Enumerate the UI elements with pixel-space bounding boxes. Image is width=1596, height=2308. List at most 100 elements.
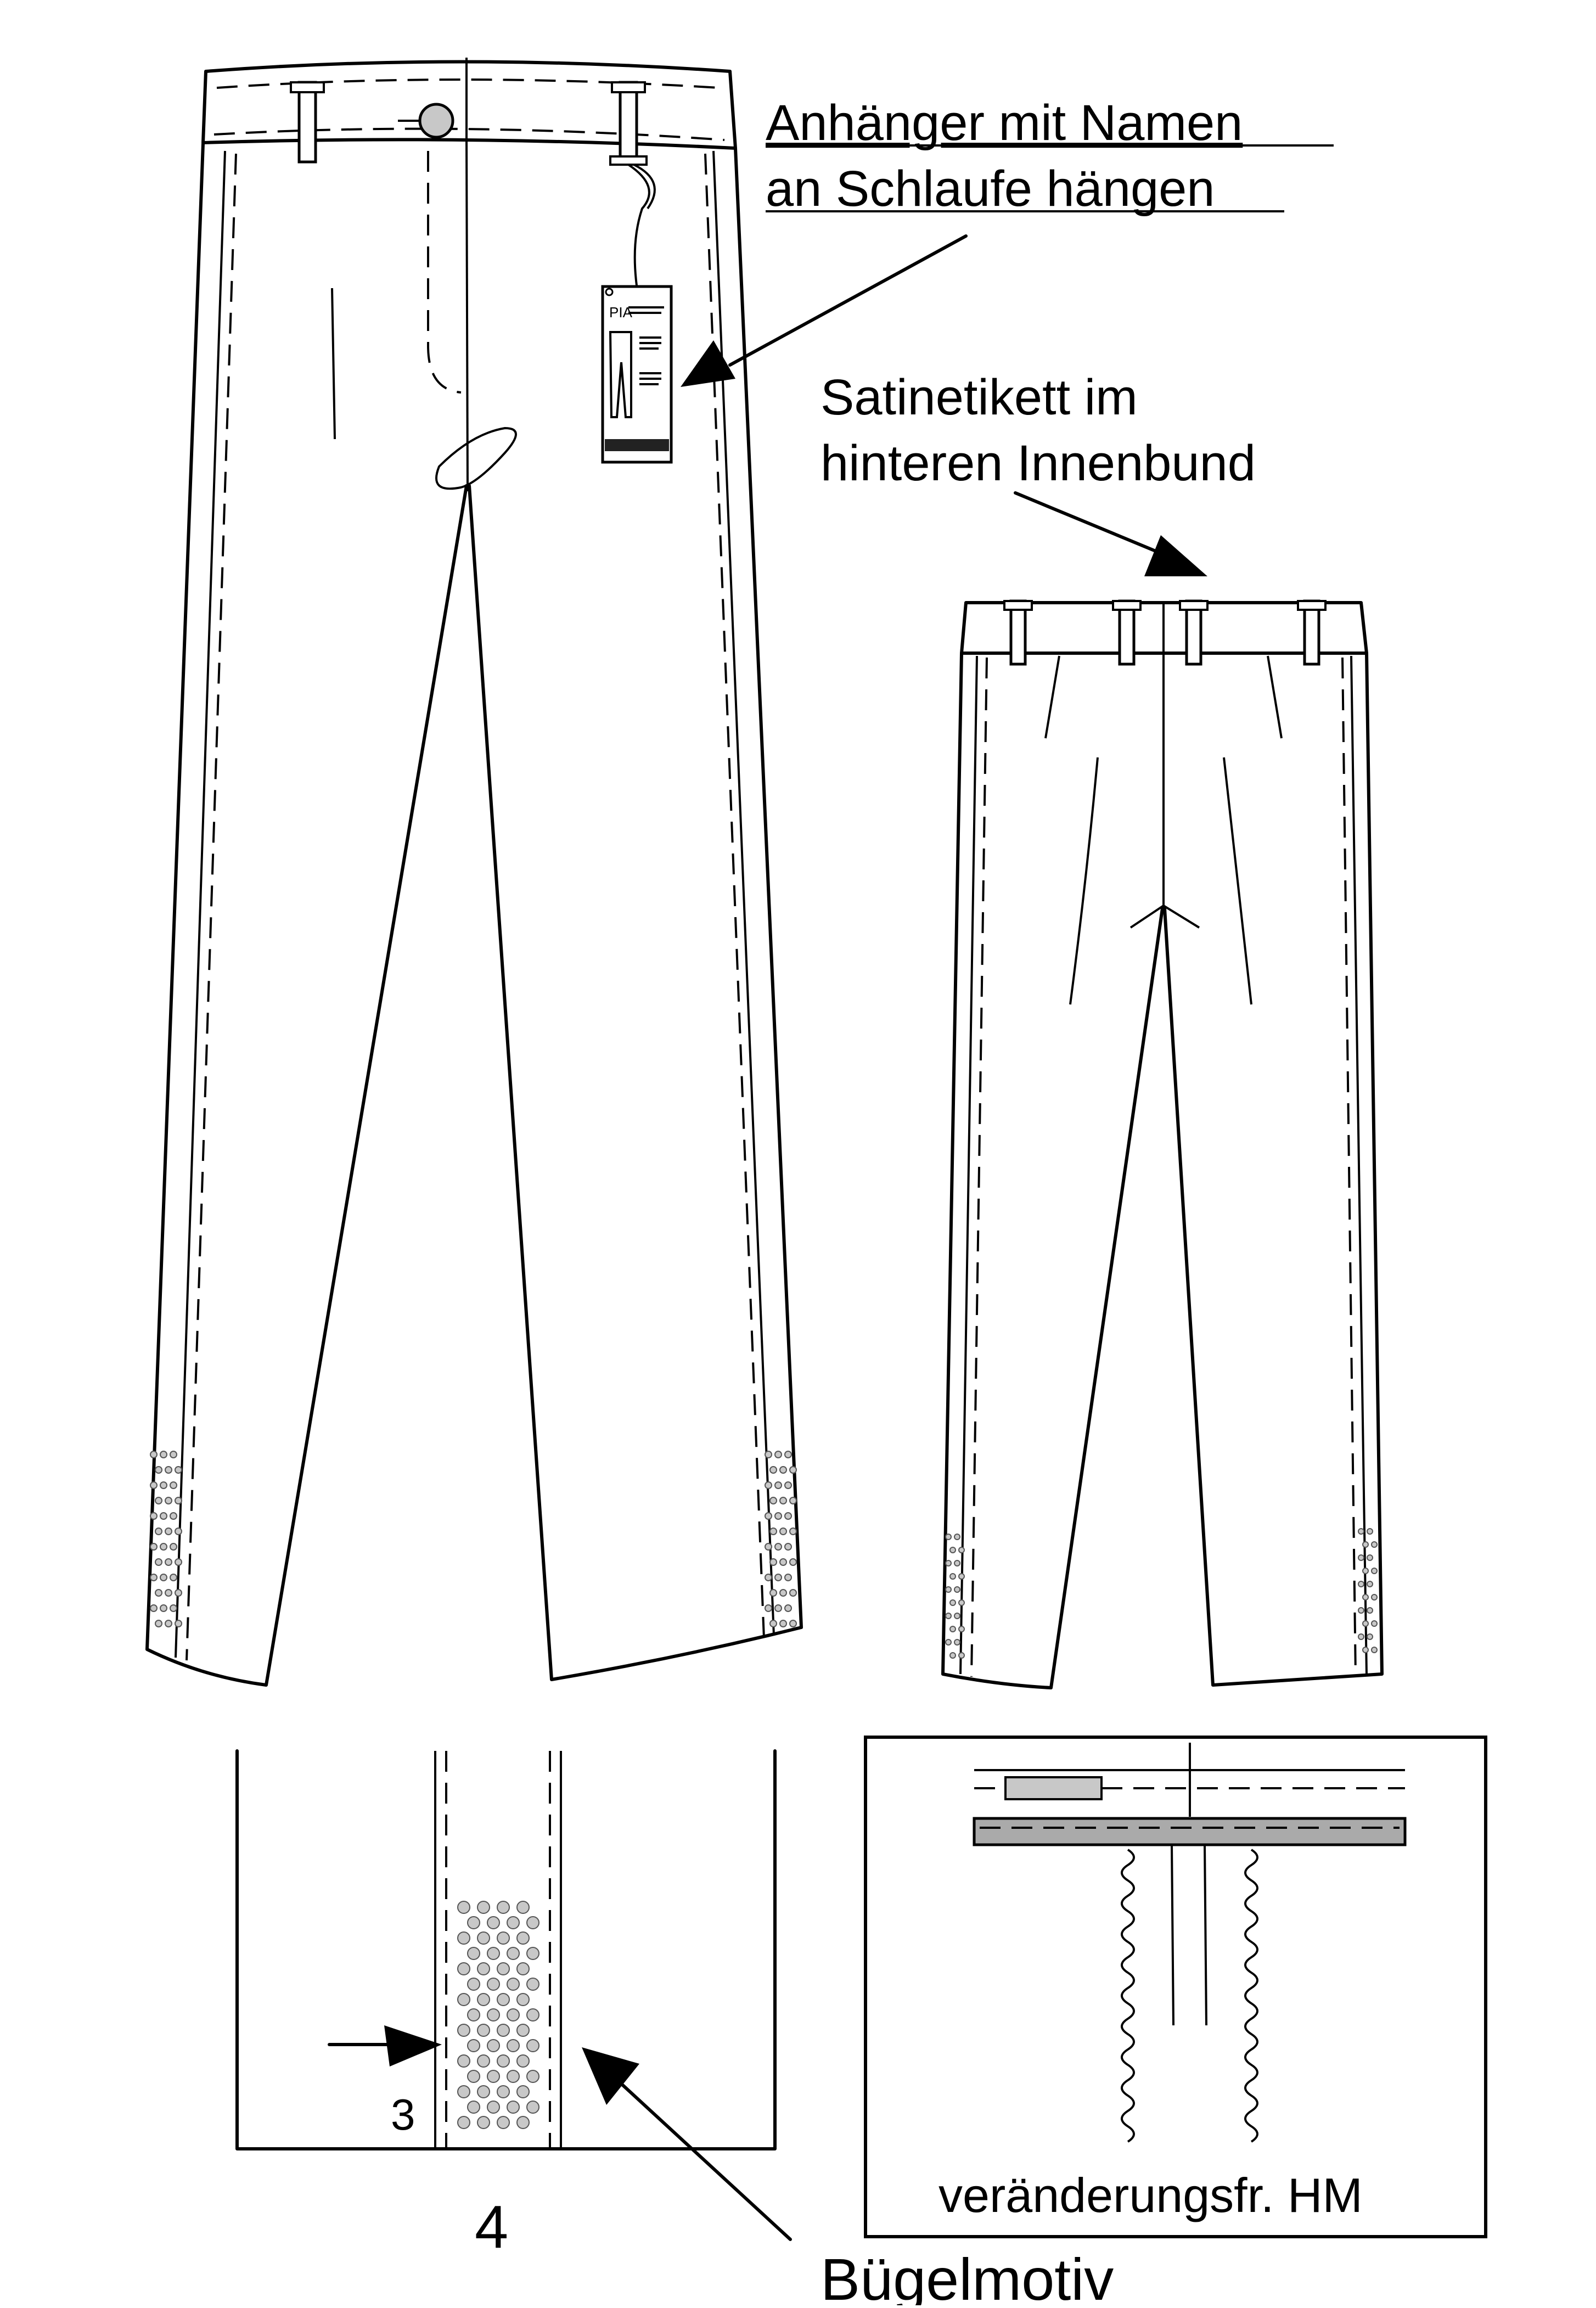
motif-dot xyxy=(774,1543,782,1551)
motif-dot xyxy=(457,2024,470,2037)
motif-dot xyxy=(467,1947,480,1960)
motif-dot xyxy=(958,1626,965,1632)
motif-dot xyxy=(945,1586,952,1593)
motif-dot xyxy=(165,1558,172,1566)
motif-dot xyxy=(477,2054,490,2068)
motif-dot xyxy=(1371,1541,1378,1548)
motif-dot xyxy=(467,2070,480,2083)
motif-dot xyxy=(774,1604,782,1612)
motif-dot xyxy=(779,1620,787,1627)
motif-dot xyxy=(477,2085,490,2098)
motif-dot xyxy=(160,1481,167,1489)
motif-dot xyxy=(1362,1568,1369,1574)
motif-dot xyxy=(457,2116,470,2129)
motif-dot xyxy=(1371,1594,1378,1601)
motif-dot xyxy=(949,1547,956,1553)
motif-dot xyxy=(467,2101,480,2114)
motif-dot xyxy=(477,1962,490,1975)
motif-dot xyxy=(784,1481,792,1489)
motif-dot xyxy=(789,1528,797,1535)
motif-dot xyxy=(170,1481,177,1489)
motif-label: Bügelmotiv xyxy=(821,2246,1114,2305)
motif-dot xyxy=(487,1978,500,1991)
motif-dot xyxy=(784,1574,792,1581)
hem-overlock-left xyxy=(1121,1849,1135,2143)
motif-dot xyxy=(497,2085,510,2098)
back-view-trousers xyxy=(941,599,1384,1689)
motif-dot xyxy=(160,1574,167,1581)
motif-dot xyxy=(507,2039,520,2052)
motif-dot xyxy=(958,1652,965,1659)
motif-dot xyxy=(945,1613,952,1619)
motif-dot xyxy=(526,2039,540,2052)
motif-dot xyxy=(784,1451,792,1458)
motif-dot xyxy=(150,1543,158,1551)
motif-dot xyxy=(165,1589,172,1597)
motif-dot xyxy=(1367,1528,1373,1535)
motif-dot xyxy=(165,1528,172,1535)
motif-dot xyxy=(497,1993,510,2006)
motif-dot xyxy=(170,1451,177,1458)
satin-label-note-line2: hinteren Innenbund xyxy=(821,435,1256,491)
motif-dot xyxy=(497,1962,510,1975)
motif-dot xyxy=(150,1451,158,1458)
motif-dot xyxy=(769,1528,777,1535)
motif-dot xyxy=(765,1451,772,1458)
hem-detail: 3 4 Bügelmotiv xyxy=(235,1749,1114,2308)
motif-dot xyxy=(150,1512,158,1520)
motif-dot xyxy=(457,2054,470,2068)
motif-dot xyxy=(1362,1541,1369,1548)
motif-dot xyxy=(150,1604,158,1612)
motif-dot xyxy=(784,1604,792,1612)
motif-dot xyxy=(155,1589,162,1597)
motif-dot xyxy=(784,1543,792,1551)
motif-dot xyxy=(155,1497,162,1504)
motif-dot xyxy=(507,1947,520,1960)
motif-dot xyxy=(954,1534,960,1540)
front-view-trousers: PIA xyxy=(145,58,803,1687)
motif-dot xyxy=(765,1574,772,1581)
motif-dot xyxy=(516,2024,530,2037)
motif-dot xyxy=(487,2008,500,2021)
motif-dot xyxy=(954,1560,960,1566)
motif-dot xyxy=(477,2116,490,2129)
waistband-button xyxy=(398,103,454,139)
front-belt-loop-left xyxy=(290,81,325,164)
motif-dot xyxy=(765,1481,772,1489)
motif-dot xyxy=(160,1604,167,1612)
back-belt-loop-4 xyxy=(1297,599,1327,666)
motif-dot xyxy=(958,1599,965,1606)
motif-dot xyxy=(165,1620,172,1627)
motif-dot xyxy=(457,1901,470,1914)
motif-dot xyxy=(516,1962,530,1975)
motif-dot xyxy=(774,1481,782,1489)
hang-tag-arrow xyxy=(681,234,968,387)
motif-dot xyxy=(477,1993,490,2006)
motif-dot xyxy=(467,1916,480,1929)
motif-dot xyxy=(165,1466,172,1474)
motif-dot xyxy=(1358,1581,1364,1587)
motif-dot xyxy=(516,1993,530,2006)
motif-dot xyxy=(769,1558,777,1566)
motif-dot xyxy=(1358,1528,1364,1535)
motif-dot xyxy=(779,1466,787,1474)
motif-dot xyxy=(954,1586,960,1593)
motif-dot xyxy=(1367,1581,1373,1587)
motif-dot xyxy=(516,1901,530,1914)
motif-dot xyxy=(949,1573,956,1580)
motif-dot xyxy=(1358,1607,1364,1614)
motif-dot xyxy=(170,1604,177,1612)
motif-dot xyxy=(507,1978,520,1991)
motif-dot xyxy=(954,1639,960,1646)
hang-tag-note-line2: an Schlaufe hängen xyxy=(766,161,1215,217)
hem-band xyxy=(973,1817,1407,1846)
motif-dot xyxy=(155,1620,162,1627)
motif-dot xyxy=(765,1512,772,1520)
motif-dot xyxy=(526,2070,540,2083)
motif-dot xyxy=(949,1652,956,1659)
motif-dot xyxy=(170,1543,177,1551)
back-belt-loop-2 xyxy=(1112,599,1142,666)
motif-dot xyxy=(487,1916,500,1929)
motif-dot xyxy=(526,2101,540,2114)
motif-dot xyxy=(467,2008,480,2021)
